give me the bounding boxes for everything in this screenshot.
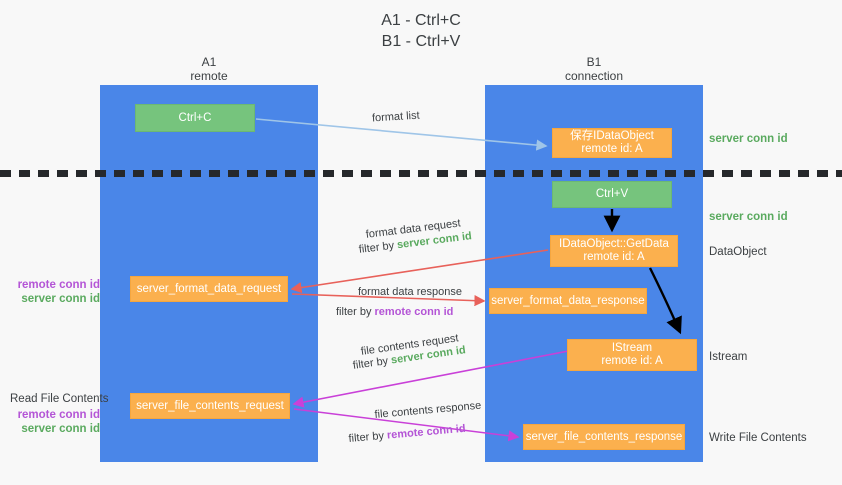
- caption-format-list: format list: [371, 109, 420, 125]
- caption-file-contents-response-filter: filter by remote conn id: [348, 422, 466, 447]
- label-read-file-contents: Read File Contents: [10, 393, 109, 405]
- caption-format-data-response-filter-prefix: filter by: [336, 306, 375, 318]
- box-server-format-data-request-label: server_format_data_request: [136, 282, 282, 295]
- page-title: A1 - Ctrl+C B1 - Ctrl+V: [0, 10, 842, 52]
- box-idataobject-getdata-line2: remote id: A: [583, 251, 645, 263]
- column-header-a1: A1 remote: [100, 55, 318, 83]
- caption-file-contents-response-filter-prefix: filter by: [348, 429, 388, 445]
- caption-format-data-response-filter-key: remote conn id: [374, 306, 454, 318]
- caption-file-contents-response: file contents response: [374, 399, 482, 421]
- page-title-line1: A1 - Ctrl+C: [381, 12, 461, 29]
- label-remote-conn-id-bottom: remote conn id: [17, 409, 100, 421]
- column-header-b1-role: connection: [564, 69, 624, 83]
- label-write-file-contents: Write File Contents: [709, 432, 807, 444]
- box-server-format-data-request[interactable]: server_format_data_request: [130, 276, 288, 302]
- box-save-idataobject[interactable]: 保存IDataObject remote id: A: [552, 128, 672, 158]
- box-server-file-contents-request[interactable]: server_file_contents_request: [130, 393, 290, 419]
- box-save-idataobject-line2: remote id: A: [581, 143, 643, 155]
- box-ctrl-c[interactable]: Ctrl+C: [135, 104, 255, 132]
- box-ctrl-c-label: Ctrl+C: [178, 111, 212, 124]
- column-header-b1: B1 connection: [485, 55, 703, 83]
- box-idataobject-getdata-line1: IDataObject::GetData: [559, 238, 669, 250]
- box-istream-line1: IStream: [611, 342, 653, 354]
- phase-divider: [0, 170, 842, 177]
- label-conn-ids-bottom: remote conn id server conn id: [10, 408, 100, 436]
- label-conn-ids-middle: remote conn id server conn id: [10, 278, 100, 306]
- label-server-conn-id-middle: server conn id: [21, 293, 100, 305]
- label-server-conn-id-top: server conn id: [709, 133, 788, 145]
- box-save-idataobject-line1: 保存IDataObject: [570, 130, 654, 142]
- column-header-a1-role: remote: [190, 69, 228, 83]
- box-server-file-contents-request-label: server_file_contents_request: [136, 399, 284, 412]
- box-ctrl-v[interactable]: Ctrl+V: [552, 181, 672, 208]
- box-server-format-data-response-label: server_format_data_response: [491, 294, 645, 307]
- caption-file-contents-response-filter-key: remote conn id: [386, 422, 467, 442]
- label-server-conn-id-bottom: server conn id: [21, 423, 100, 435]
- box-ctrl-v-label: Ctrl+V: [595, 188, 629, 200]
- caption-format-data-response: format data response: [358, 286, 462, 298]
- label-istream: Istream: [709, 351, 748, 363]
- box-server-file-contents-response-label: server_file_contents_response: [525, 430, 683, 443]
- box-server-file-contents-response[interactable]: server_file_contents_response: [523, 424, 685, 450]
- page-title-line2: B1 - Ctrl+V: [381, 33, 461, 50]
- caption-format-data-request-filter-prefix: filter by: [358, 239, 398, 256]
- box-server-format-data-response[interactable]: server_format_data_response: [489, 288, 647, 314]
- label-dataobject: DataObject: [709, 246, 767, 258]
- label-remote-conn-id-middle: remote conn id: [17, 279, 100, 291]
- column-header-a1-name: A1: [201, 55, 217, 69]
- caption-format-data-response-filter: filter by remote conn id: [336, 305, 453, 320]
- box-istream[interactable]: IStream remote id: A: [567, 339, 697, 371]
- caption-file-contents-request-filter-prefix: filter by: [352, 354, 392, 372]
- box-istream-line2: remote id: A: [601, 355, 663, 367]
- column-header-b1-name: B1: [586, 55, 602, 69]
- label-server-conn-id-second: server conn id: [709, 211, 788, 223]
- box-idataobject-getdata[interactable]: IDataObject::GetData remote id: A: [550, 235, 678, 267]
